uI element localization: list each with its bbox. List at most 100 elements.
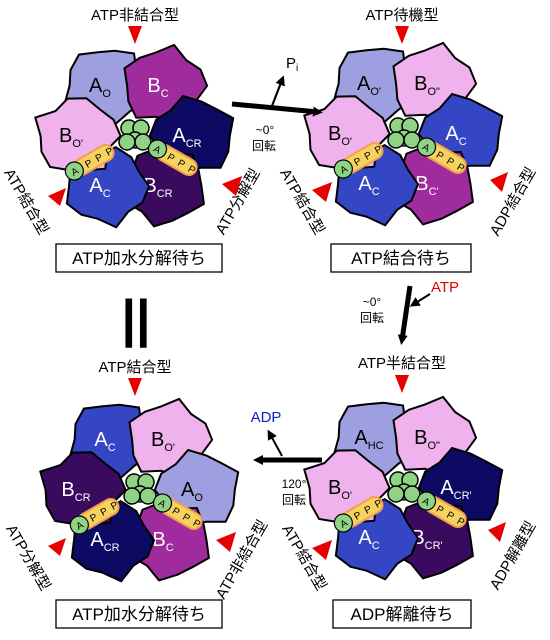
subunit-label: AO' (357, 73, 381, 98)
nucleotide-letter: P (444, 156, 456, 169)
nucleotide-letter: P (165, 152, 177, 165)
central-stalk (118, 119, 152, 151)
nucleotide-letter: P (363, 504, 375, 517)
nucleotide-letter: P (175, 158, 187, 171)
nucleotide-letter: P (180, 512, 192, 525)
state-4-top-marker (128, 378, 142, 396)
state-2-caption: ATP結合待ち (351, 249, 451, 268)
transition-1-arrow (231, 101, 323, 117)
state-2-right-marker (490, 172, 508, 192)
stalk-segment (118, 133, 136, 151)
subunit-label: BO' (328, 477, 352, 502)
atp-substrate-label: ATP (431, 279, 459, 296)
nucleotide-letter: P (455, 162, 467, 175)
subunit-label: AC (94, 429, 115, 454)
transition-2-rotation-unit: 回転 (360, 311, 384, 325)
nucleotide-letter: P (363, 150, 375, 163)
pi-release-arrow (270, 75, 285, 107)
subunit-label: BC (152, 529, 173, 554)
subunit-label: BO' (59, 125, 83, 150)
subunit-label: BO' (328, 123, 352, 148)
subunit-label: BC' (415, 173, 438, 198)
subunit-label: ACR (172, 125, 201, 150)
pi-label: Pi (286, 55, 298, 74)
nucleotide-letter: P (88, 512, 100, 525)
nucleotide-letter: P (352, 510, 364, 523)
nucleotide-letter: P (83, 158, 95, 171)
state-2-caption-box (330, 243, 472, 273)
nucleotide-letter: A (338, 164, 350, 177)
nucleotide-letter: A (338, 518, 350, 531)
adenosine-circle (152, 493, 173, 513)
adenosine-circle (416, 491, 437, 511)
state-3-caption: ADP解離待ち (351, 605, 454, 624)
adenosine-circle (147, 139, 168, 159)
adenosine-circle (416, 137, 437, 157)
state-1-right-marker (222, 176, 242, 196)
subunit-label: ACR' (440, 477, 471, 502)
state-2-left-side-label: ATP結合型 (276, 166, 327, 238)
nucleotide-letter: P (99, 506, 111, 519)
nucleotide-letter: P (170, 506, 182, 519)
nucleotide-letter: P (373, 498, 385, 511)
nucleotide-letter: P (191, 518, 203, 531)
state-1-caption: ATP加水分解待ち (72, 249, 206, 268)
transition-2-angle: ~0° (363, 295, 382, 309)
state-4-caption: ATP加水分解待ち (72, 605, 206, 624)
nucleotide-letter: P (455, 516, 467, 529)
subunit-label: BCR (61, 479, 90, 504)
equivalence-symbol: || (121, 290, 150, 348)
state-1-top-label: ATP非結合型 (91, 7, 179, 24)
transition-2-arrow (397, 285, 413, 345)
state-4-right-side-label: ATP非結合型 (213, 517, 272, 602)
state-2-top-marker (395, 26, 409, 44)
state-3-top-marker (395, 375, 409, 393)
state-1-caption-box (55, 243, 223, 273)
equivalence-mark: || (121, 290, 150, 348)
state-4-left-side-label: ATP分解型 (2, 522, 53, 594)
subunit-label: AC (445, 123, 466, 148)
central-stalk (123, 473, 157, 505)
state-4-caption-box (55, 599, 223, 629)
nucleotide-letter: P (444, 510, 456, 523)
adenosine-circle (333, 159, 353, 179)
state-1-right-side-label: ATP分解型 (212, 166, 263, 238)
state-2-right-side-label: ADP結合型 (487, 165, 540, 239)
nucleotide-letter: P (186, 164, 198, 177)
nucleotide-letter: P (109, 500, 121, 513)
nucleotide-letter: P (373, 144, 385, 157)
subunit-label: BO" (414, 427, 440, 452)
nucleotide-letter: P (434, 150, 446, 163)
transition-3-rotation-unit: 回転 (282, 493, 306, 507)
nucleotide-letter: A (420, 496, 432, 509)
nucleotide-letter: P (352, 156, 364, 169)
state-3-left-marker (312, 540, 332, 560)
transition-1-rotation-unit: 回転 (252, 139, 276, 153)
subunit-label: AHC (354, 427, 383, 452)
nucleotide-letter: A (151, 144, 163, 157)
subunit-label: BO" (414, 73, 440, 98)
state-3-right-marker (488, 522, 506, 542)
state-4-right-marker (216, 532, 236, 552)
adenosine-circle (69, 515, 89, 535)
nucleotide-letter: P (434, 504, 446, 517)
transition-3: ADP 120° 回転 (251, 409, 322, 507)
central-stalk (387, 117, 421, 149)
stalk-segment (387, 131, 405, 149)
transition-2: ATP ~0° 回転 (360, 279, 459, 345)
transition-3-angle: 120° (282, 477, 307, 491)
state-1-left-side-label: ATP結合型 (0, 166, 51, 238)
state-1-top-marker (128, 26, 142, 44)
